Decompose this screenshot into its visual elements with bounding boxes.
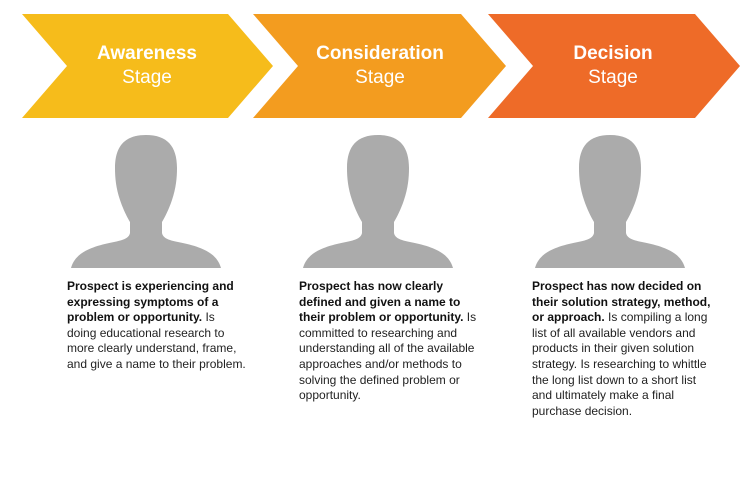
consideration-chevron <box>253 14 506 118</box>
decision-description-lead: Prospect has now decided on their soluti… <box>532 279 711 325</box>
consideration-description-body: Is committed to researching and understa… <box>299 310 477 403</box>
awareness-description-body: Is doing educational research to more cl… <box>67 310 246 371</box>
consideration-description: Prospect has now clearly defined and giv… <box>299 279 479 404</box>
stage-label: Stage <box>355 66 405 88</box>
person-silhouette-icon <box>535 135 685 268</box>
stage-name: Decision <box>573 43 653 64</box>
stage-name: Consideration <box>316 43 444 64</box>
awareness-chevron <box>22 14 273 118</box>
decision-description: Prospect has now decided on their soluti… <box>532 279 712 419</box>
consideration-description-lead: Prospect has now clearly defined and giv… <box>299 279 464 325</box>
decision-stage-title: Decision Stage <box>513 42 713 90</box>
decision-chevron <box>488 14 740 118</box>
awareness-description-lead: Prospect is experiencing and expressing … <box>67 279 234 325</box>
awareness-stage-title: Awareness Stage <box>47 42 247 90</box>
stage-label: Stage <box>588 66 638 88</box>
person-silhouette-icon <box>71 135 221 268</box>
stage-label: Stage <box>122 66 172 88</box>
stage-name: Awareness <box>97 43 197 64</box>
consideration-stage-title: Consideration Stage <box>280 42 480 90</box>
person-silhouette-icon <box>303 135 453 268</box>
awareness-description: Prospect is experiencing and expressing … <box>67 279 247 373</box>
decision-description-body: Is compiling a long list of all availabl… <box>532 310 708 418</box>
